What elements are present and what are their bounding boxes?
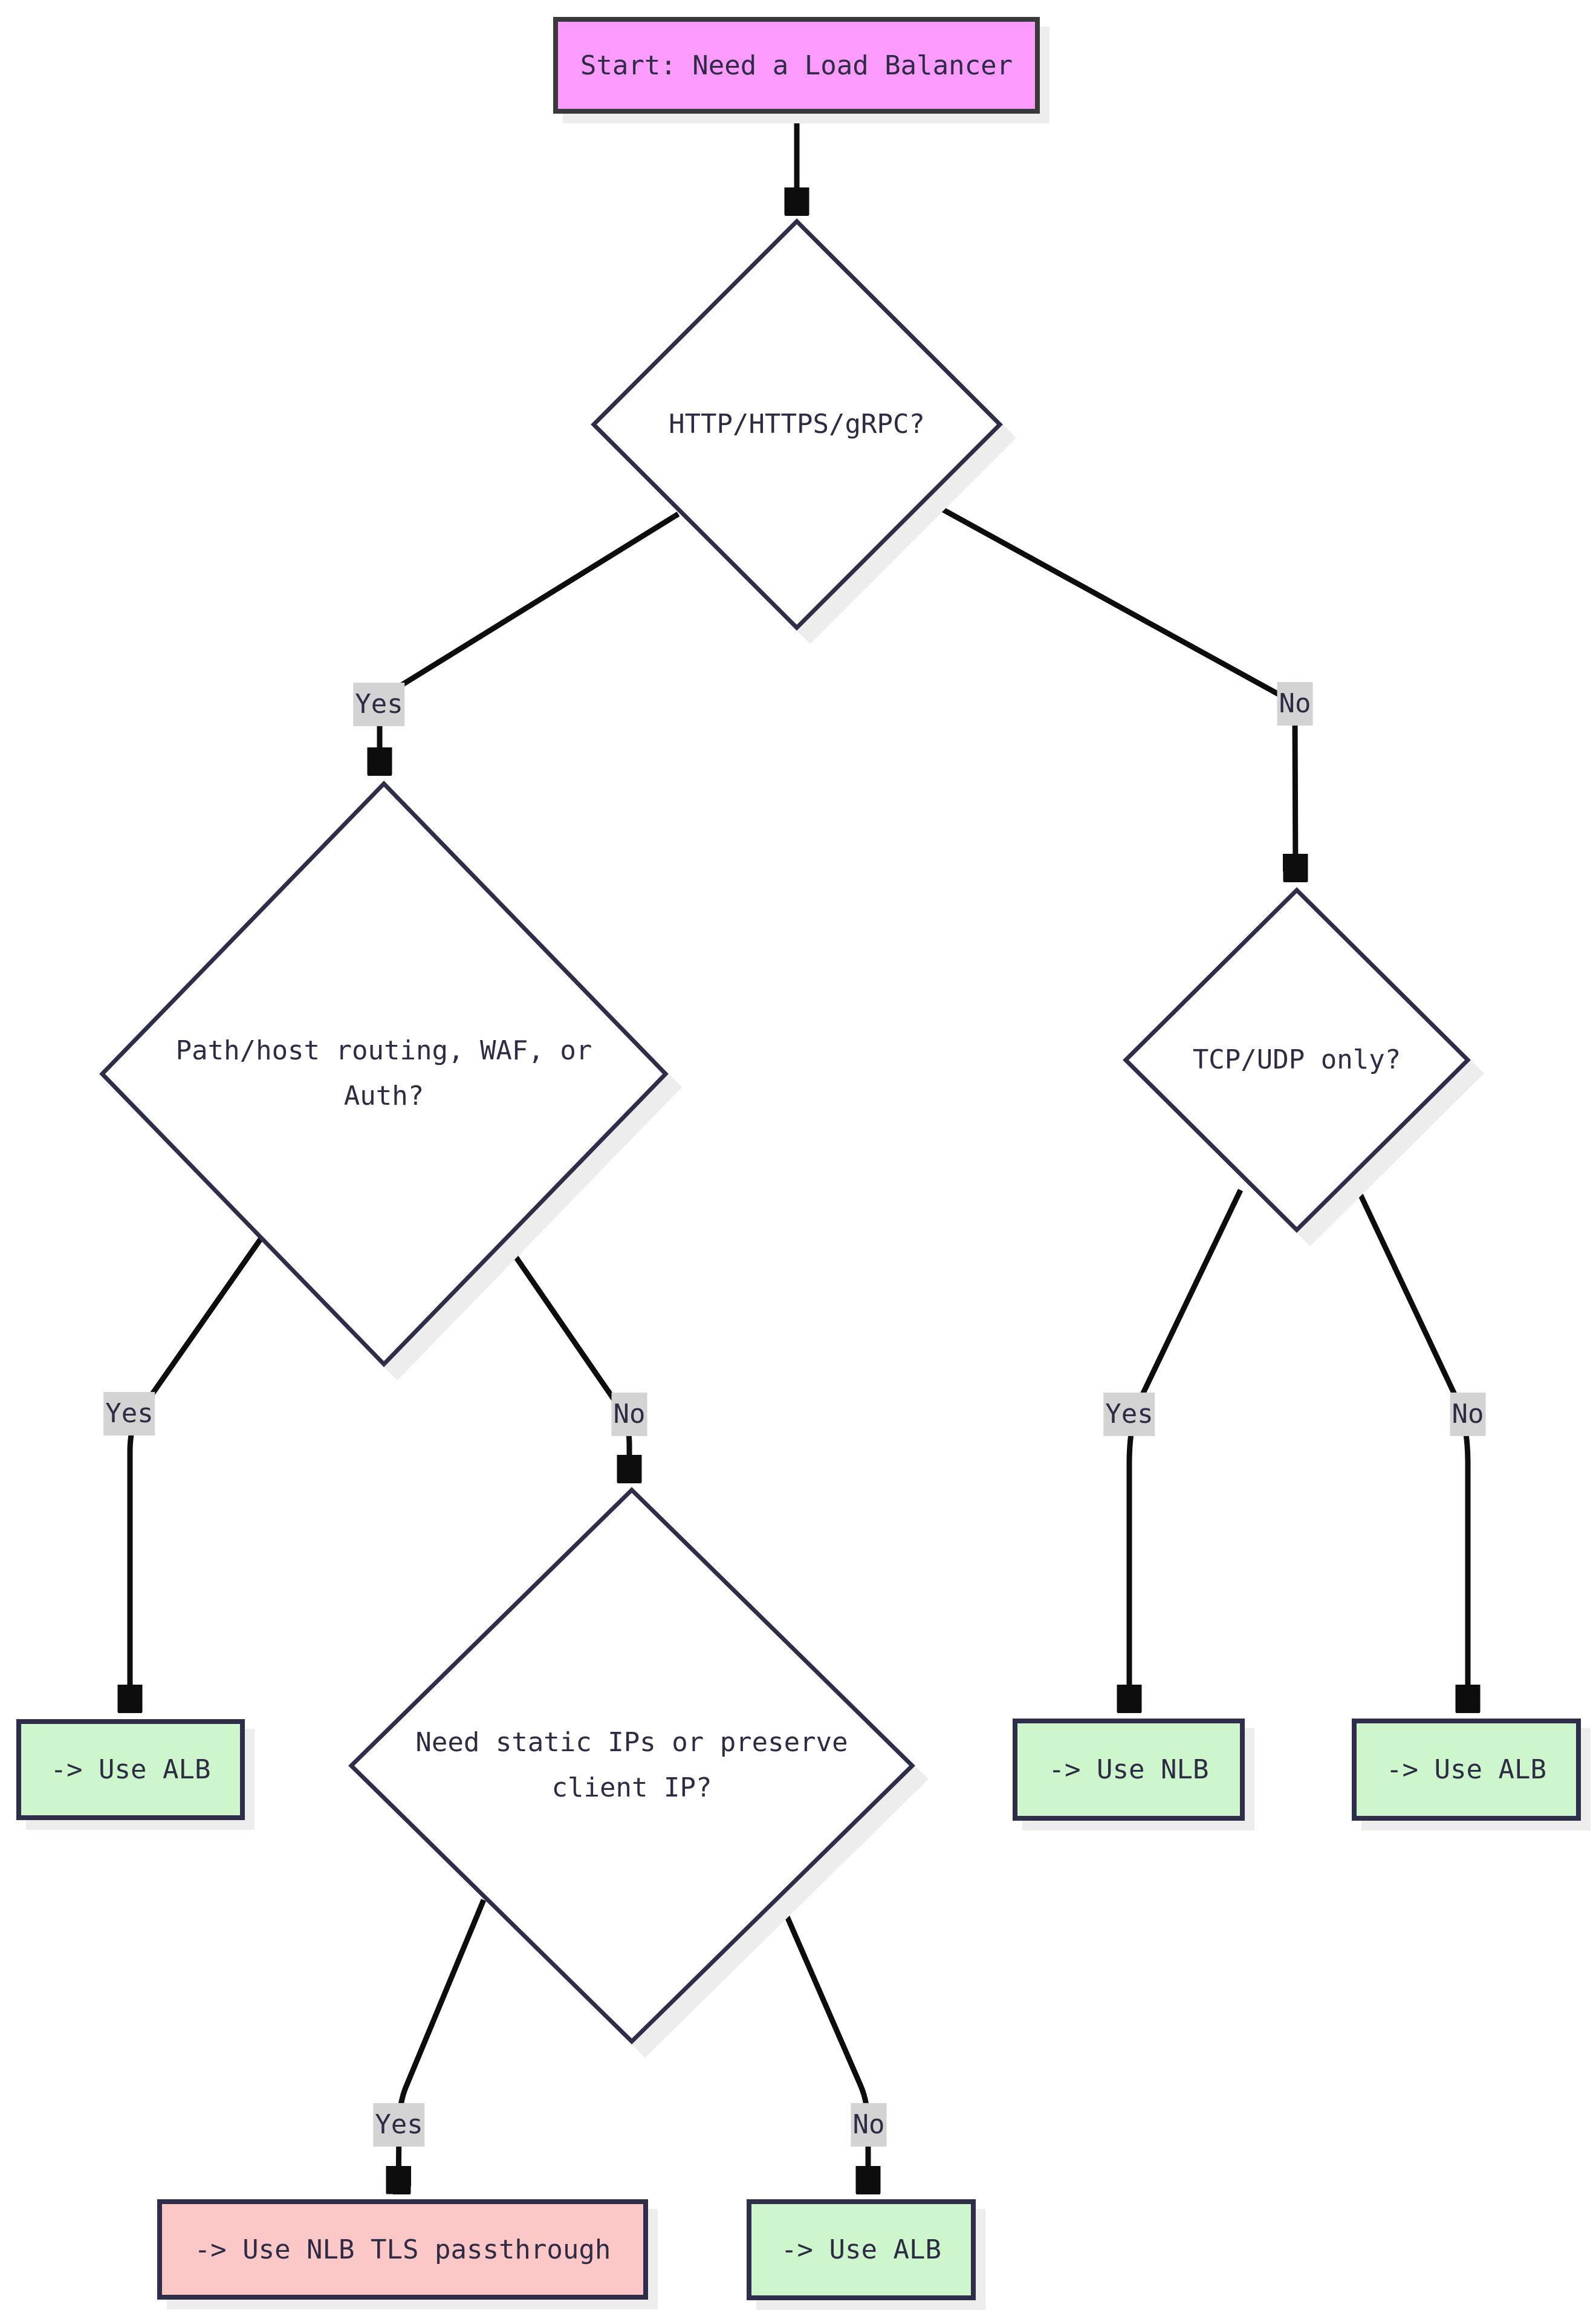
node-result-alb-right-label: -> Use ALB [1386,1754,1546,1785]
node-result-alb-bottom-label: -> Use ALB [781,2234,941,2265]
diamond-shape [99,780,669,1368]
diamond-shape [1123,887,1471,1233]
node-result-alb-bottom: -> Use ALB [747,2199,976,2300]
edge-label-staticip-yes: Yes [373,2102,425,2147]
edge-label-tcpudp-no: No [1450,1392,1486,1437]
edge-tcpudp-no [1353,1184,1468,1709]
node-result-alb-right: -> Use ALB [1352,1719,1581,1821]
edge-tcpudp-yes [1129,1189,1244,1709]
edge-label-staticip-no: No [851,2102,887,2147]
node-result-nlb-label: -> Use NLB [1048,1754,1209,1785]
node-start-label: Start: Need a Load Balancer [580,50,1013,81]
edge-label-routing-no: No [611,1392,647,1437]
edge-label-protocol-no: No [1277,681,1313,726]
node-result-nlb-tls-passthrough-label: -> Use NLB TLS passthrough [194,2234,611,2265]
diamond-shape [348,1487,915,2044]
node-decision-routing-label: Path/host routing, WAF, or Auth? [175,1035,592,1111]
edge-label-routing-yes: Yes [103,1391,155,1436]
diamond-shape [591,218,1003,631]
node-decision-routing: Path/host routing, WAF, or Auth? [99,780,669,1368]
node-decision-staticip: Need static IPs or preserve client IP? [348,1487,915,2044]
node-decision-staticip-label: Need static IPs or preserve client IP? [415,1727,848,1803]
node-result-alb-left: -> Use ALB [16,1719,245,1820]
node-decision-protocol: HTTP/HTTPS/gRPC? [591,218,1003,631]
node-decision-tcpudp: TCP/UDP only? [1123,887,1471,1233]
edge-label-tcpudp-yes: Yes [1103,1392,1155,1437]
node-decision-protocol-label: HTTP/HTTPS/gRPC? [669,408,925,440]
node-result-nlb: -> Use NLB [1013,1719,1245,1821]
edge-label-protocol-yes: Yes [353,682,405,727]
node-result-nlb-tls-passthrough: -> Use NLB TLS passthrough [157,2199,648,2300]
node-decision-tcpudp-label: TCP/UDP only? [1192,1044,1401,1075]
node-start: Start: Need a Load Balancer [553,17,1040,114]
node-result-alb-left-label: -> Use ALB [50,1754,211,1785]
